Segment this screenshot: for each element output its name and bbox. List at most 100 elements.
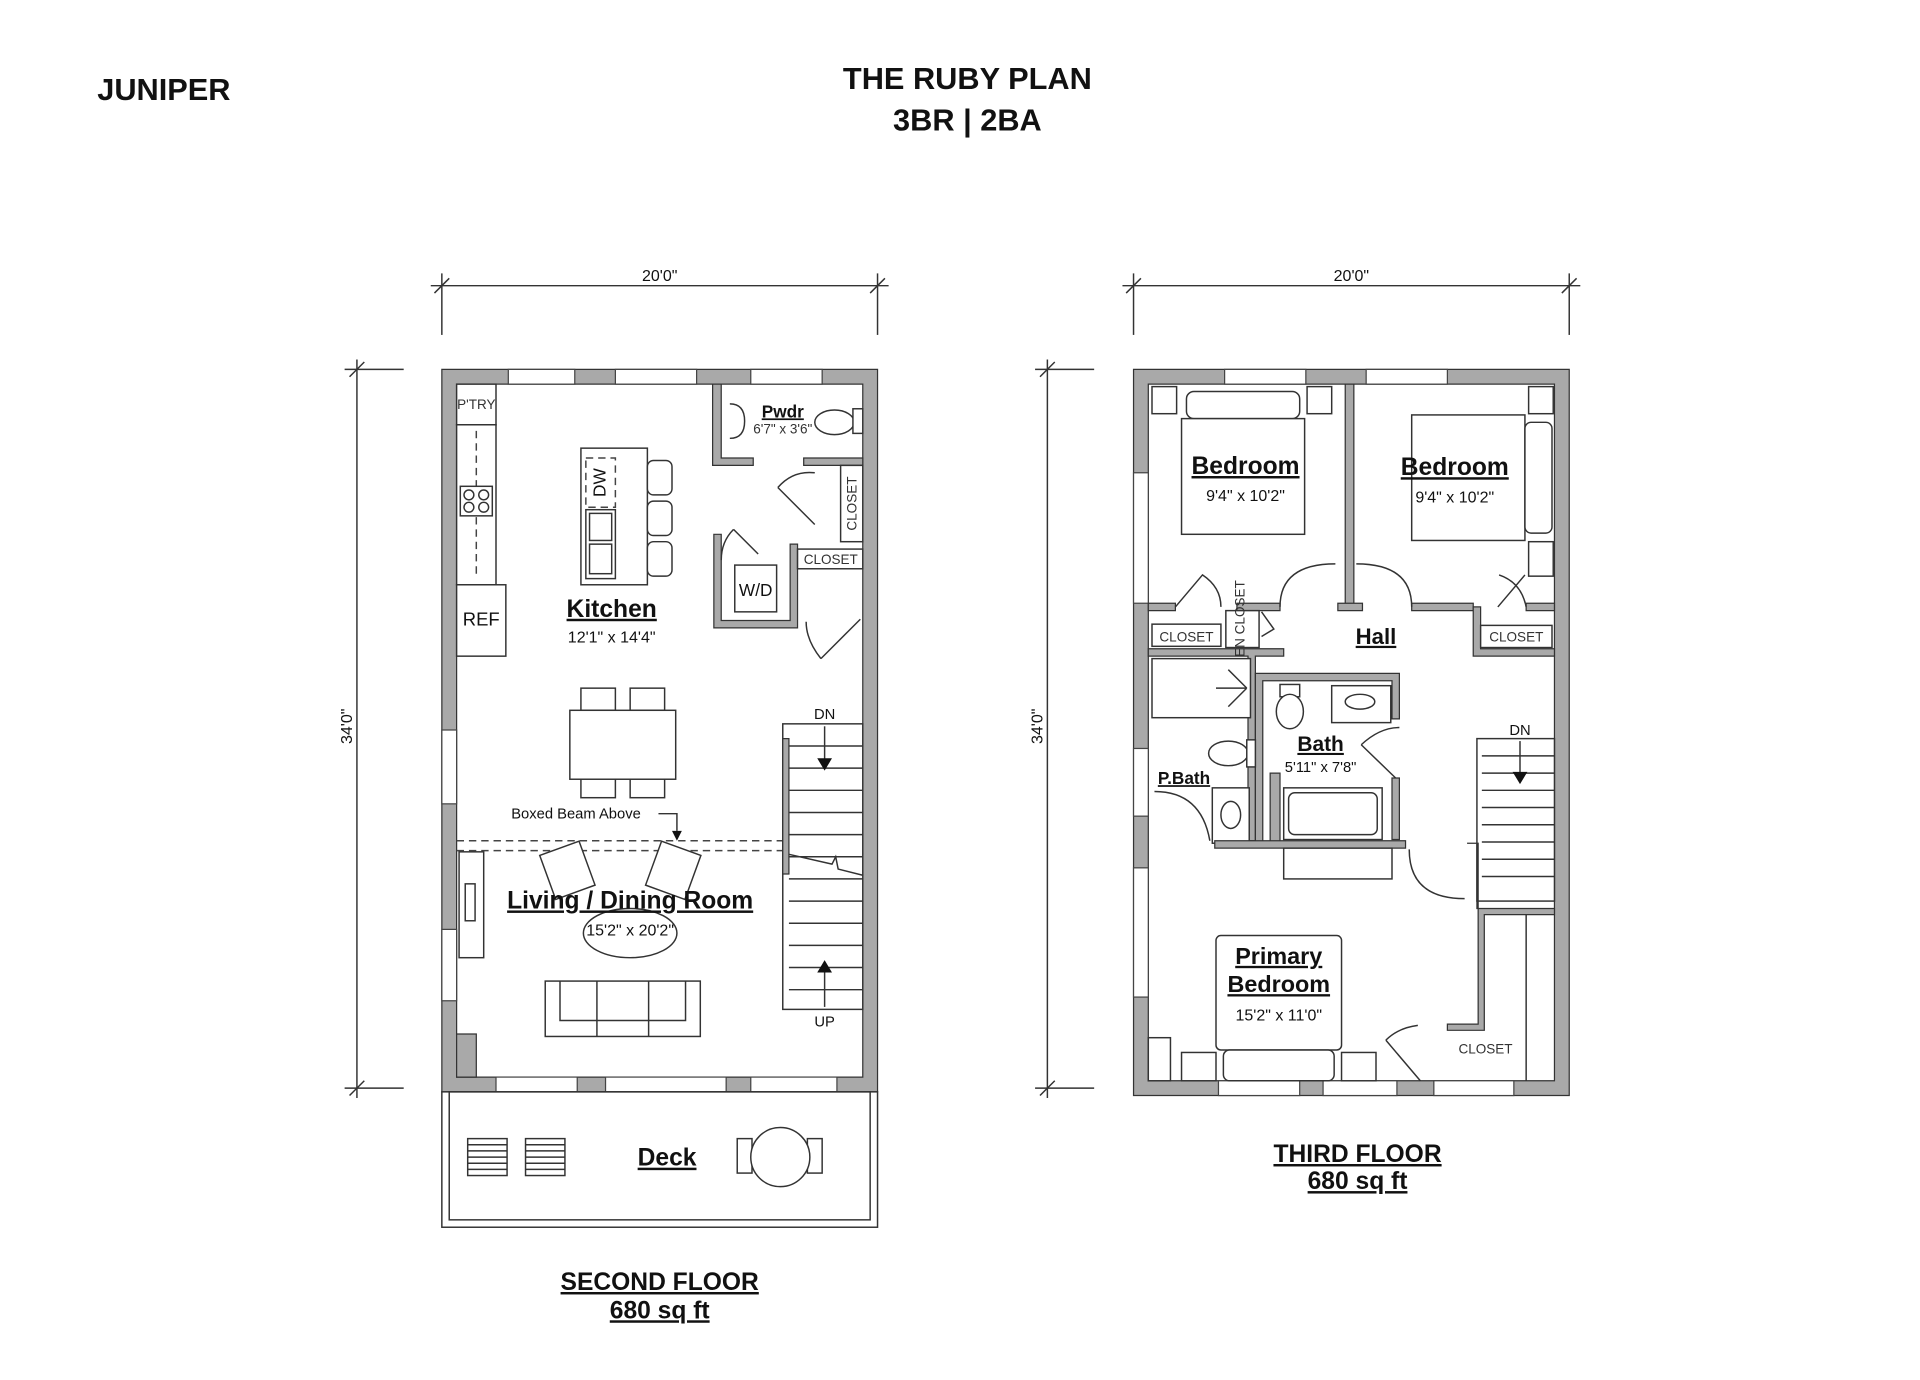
closet-label: CLOSET [1159,629,1213,644]
toilet-icon [814,409,855,436]
window [507,368,576,385]
closet [1479,624,1553,649]
window [1433,1080,1515,1097]
window [1224,368,1307,385]
closet [839,464,864,543]
third-floor-area: 680 sq ft [1308,1168,1408,1195]
bathtub [1282,787,1383,841]
window [1322,1080,1398,1097]
sink-icon [1330,684,1392,724]
wd-label: W/D [739,580,772,600]
closet [1151,623,1222,648]
pbath-label: P.Bath [1158,768,1210,788]
interior-wall [803,457,864,466]
width-dim-label: 20'0" [642,268,677,285]
bath-label: Bath [1297,733,1343,756]
bedroom2-label: Bedroom [1401,454,1509,481]
bedroom1-size: 9'4" x 10'2" [1206,488,1285,505]
sink-icon [729,403,746,440]
lounge-chair [466,1137,566,1177]
window [1132,747,1149,817]
plan-title: THE RUBY PLAN [843,61,1092,96]
window [750,368,823,385]
sliding-door [604,1076,727,1093]
window [495,1076,578,1093]
second-floor-title: SECOND FLOOR [561,1269,759,1296]
depth-dim-label: 34'0" [339,709,356,744]
staircase [1476,737,1556,902]
vanity [1282,847,1393,880]
window [750,1076,838,1093]
pantry-label: P'TRY [457,397,495,412]
window [441,928,458,1002]
bedroom2-size: 9'4" x 10'2" [1415,489,1494,506]
fireplace [458,851,485,959]
powder-size: 6'7" x 3'6" [753,421,812,436]
interior-wall [456,1033,477,1078]
primary-label-2: Bedroom [1227,971,1330,997]
window [441,729,458,805]
toilet-icon [1275,693,1305,730]
window [1132,867,1149,998]
primary-label-1: Primary [1235,943,1322,969]
third-floor-title: THIRD FLOOR [1273,1141,1441,1168]
beam-note: Boxed Beam Above [511,807,641,823]
stairs-dn-label: DN [1509,723,1530,739]
cooktop-icon [459,485,494,517]
armchairs [538,840,702,901]
width-dimension: 20'0" [1122,268,1581,335]
dw-label: DW [590,468,610,497]
living-label: Living / Dining Room [507,887,753,914]
toilet-icon [1207,740,1249,767]
closet-label: CLOSET [845,476,860,530]
depth-dimension: 34'0" [339,359,404,1098]
second-floor-area: 680 sq ft [610,1297,710,1324]
sofa [544,980,702,1038]
interior-wall [713,533,799,629]
kitchen-size: 12'1" x 14'4" [568,630,656,647]
pantry [455,383,497,426]
stairs-dn-label: DN [814,707,835,723]
window [614,368,698,385]
staircase [782,723,864,1011]
depth-dim-label: 34'0" [1029,709,1046,744]
bedroom1-label: Bedroom [1192,453,1300,480]
closet-label: CLOSET [804,552,858,567]
linen-label: LINEN CLOSET [1232,580,1247,678]
depth-dimension: 34'0" [1029,359,1095,1098]
stairs-up-label: UP [814,1015,835,1031]
third-floor-plan: 20'0" 34'0" Bedroom 9'4" x 10'2" [1029,268,1581,1195]
washer-dryer [734,564,778,613]
primary-size: 15'2" x 11'0" [1235,1007,1322,1024]
closet-label: CLOSET [1489,629,1543,644]
door-swing [1279,563,1413,607]
closet-label: CLOSET [1458,1042,1512,1057]
linen-closet [1225,609,1260,649]
bed [1180,417,1306,536]
bath-size: 5'11" x 7'8" [1285,760,1357,776]
kitchen-label: Kitchen [567,596,657,623]
interior-wall [712,383,754,466]
width-dimension: 20'0" [430,268,889,335]
interior-wall [1344,383,1355,607]
patio-table [736,1126,823,1188]
deck-label: Deck [638,1145,697,1172]
dining-table [569,687,677,799]
bed [1410,414,1526,542]
refrigerator [455,584,507,657]
hall-label: Hall [1356,624,1397,649]
plan-subtitle: 3BR | 2BA [893,103,1042,138]
rug [582,907,678,959]
interior-wall [1446,842,1556,1031]
brand-label: JUNIPER [97,72,230,107]
width-dim-label: 20'0" [1334,268,1369,285]
living-size: 15'2" x 20'2" [586,923,674,940]
window [1365,368,1449,385]
closet [796,548,864,570]
window [1217,1080,1301,1097]
door-swing [777,471,816,525]
second-floor-plan: 20'0" 34'0" D [339,268,889,1324]
window [1132,472,1149,604]
bar-stools [646,459,673,577]
